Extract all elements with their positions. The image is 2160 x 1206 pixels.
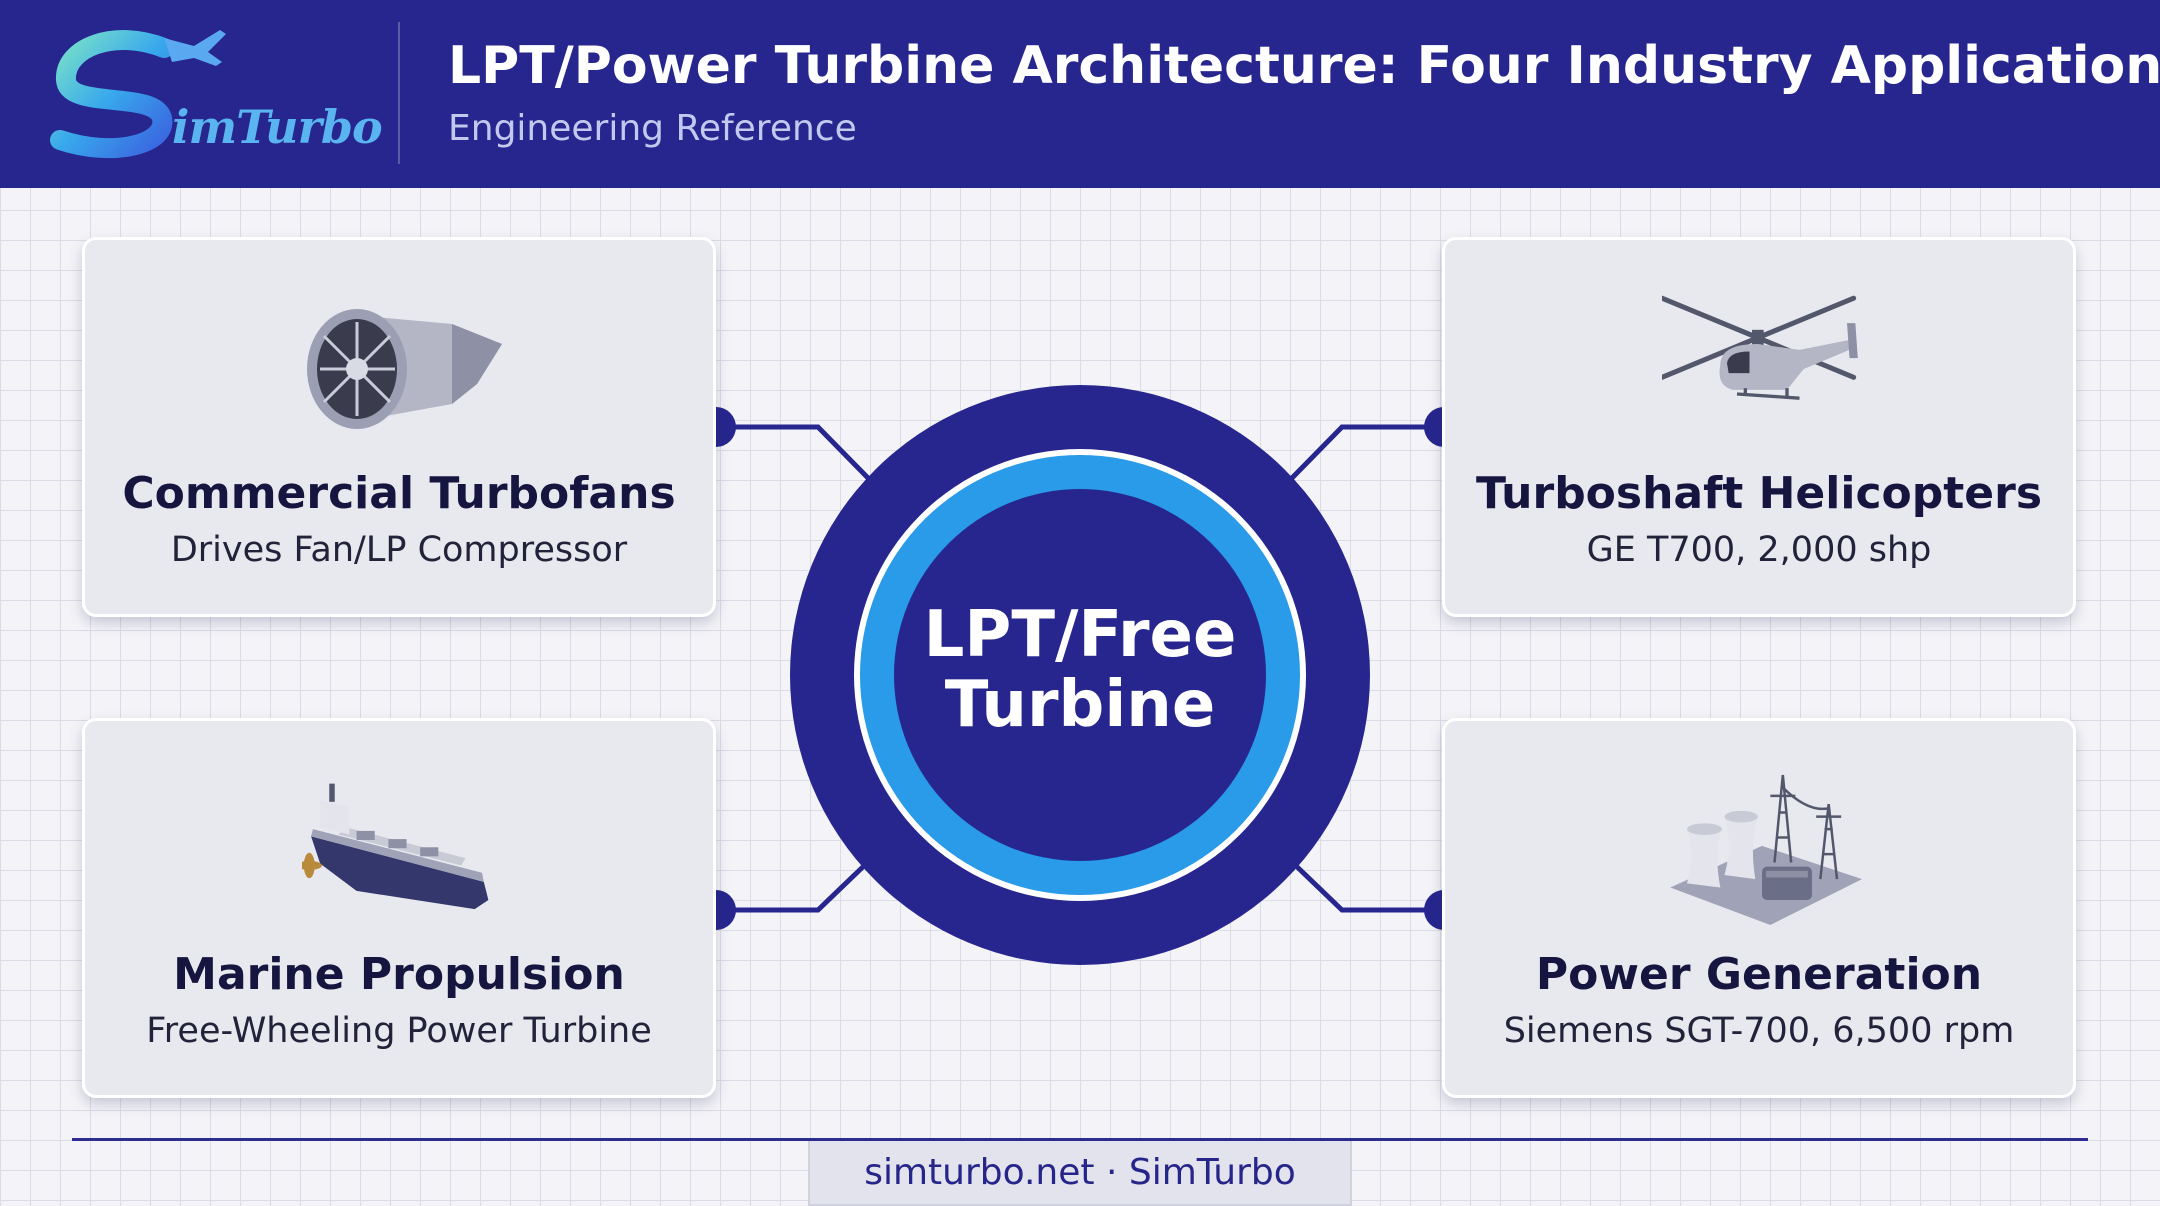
card-commercial-turbofans: Commercial Turbofans Drives Fan/LP Compr… bbox=[82, 237, 716, 617]
power-plant-icon bbox=[1670, 774, 1862, 925]
simturbo-logo-icon bbox=[50, 30, 226, 159]
connector-top-left bbox=[716, 424, 870, 480]
ship-icon bbox=[302, 783, 489, 910]
card-subtitle: Siemens SGT-700, 6,500 rpm bbox=[1503, 1011, 2015, 1051]
hub-circle bbox=[790, 385, 1370, 965]
footer-credit: simturbo.net · SimTurbo bbox=[864, 1152, 1296, 1193]
page-title: LPT/Power Turbine Architecture: Four Ind… bbox=[448, 36, 2160, 96]
page-subtitle: Engineering Reference bbox=[448, 108, 857, 149]
card-turboshaft-helicopters: Turboshaft Helicopters GE T700, 2,000 sh… bbox=[1442, 237, 2076, 617]
hub-label: LPT/Free Turbine bbox=[923, 598, 1237, 742]
logo-wordmark: imTurbo bbox=[172, 100, 383, 154]
header-divider bbox=[398, 22, 400, 164]
connector-top-right bbox=[1290, 424, 1444, 480]
card-subtitle: Free-Wheeling Power Turbine bbox=[146, 1011, 652, 1051]
card-marine-propulsion: Marine Propulsion Free-Wheeling Power Tu… bbox=[82, 718, 716, 1098]
turbofan-engine-icon bbox=[307, 309, 502, 429]
connector-bottom-left bbox=[716, 860, 870, 913]
footer-box bbox=[808, 1141, 1352, 1206]
connector-bottom-right bbox=[1290, 860, 1444, 913]
header-banner: imTurbo LPT/Power Turbine Architecture: … bbox=[0, 0, 2160, 188]
footer-divider bbox=[72, 1138, 2088, 1141]
card-subtitle: Drives Fan/LP Compressor bbox=[170, 530, 628, 570]
card-power-generation: Power Generation Siemens SGT-700, 6,500 … bbox=[1442, 718, 2076, 1098]
card-title: Marine Propulsion bbox=[173, 949, 625, 1000]
card-subtitle: GE T700, 2,000 shp bbox=[1586, 530, 1932, 570]
card-title: Commercial Turbofans bbox=[122, 468, 676, 519]
helicopter-icon bbox=[1662, 295, 1858, 400]
card-title: Turboshaft Helicopters bbox=[1475, 468, 2043, 519]
card-title: Power Generation bbox=[1535, 949, 1983, 1000]
